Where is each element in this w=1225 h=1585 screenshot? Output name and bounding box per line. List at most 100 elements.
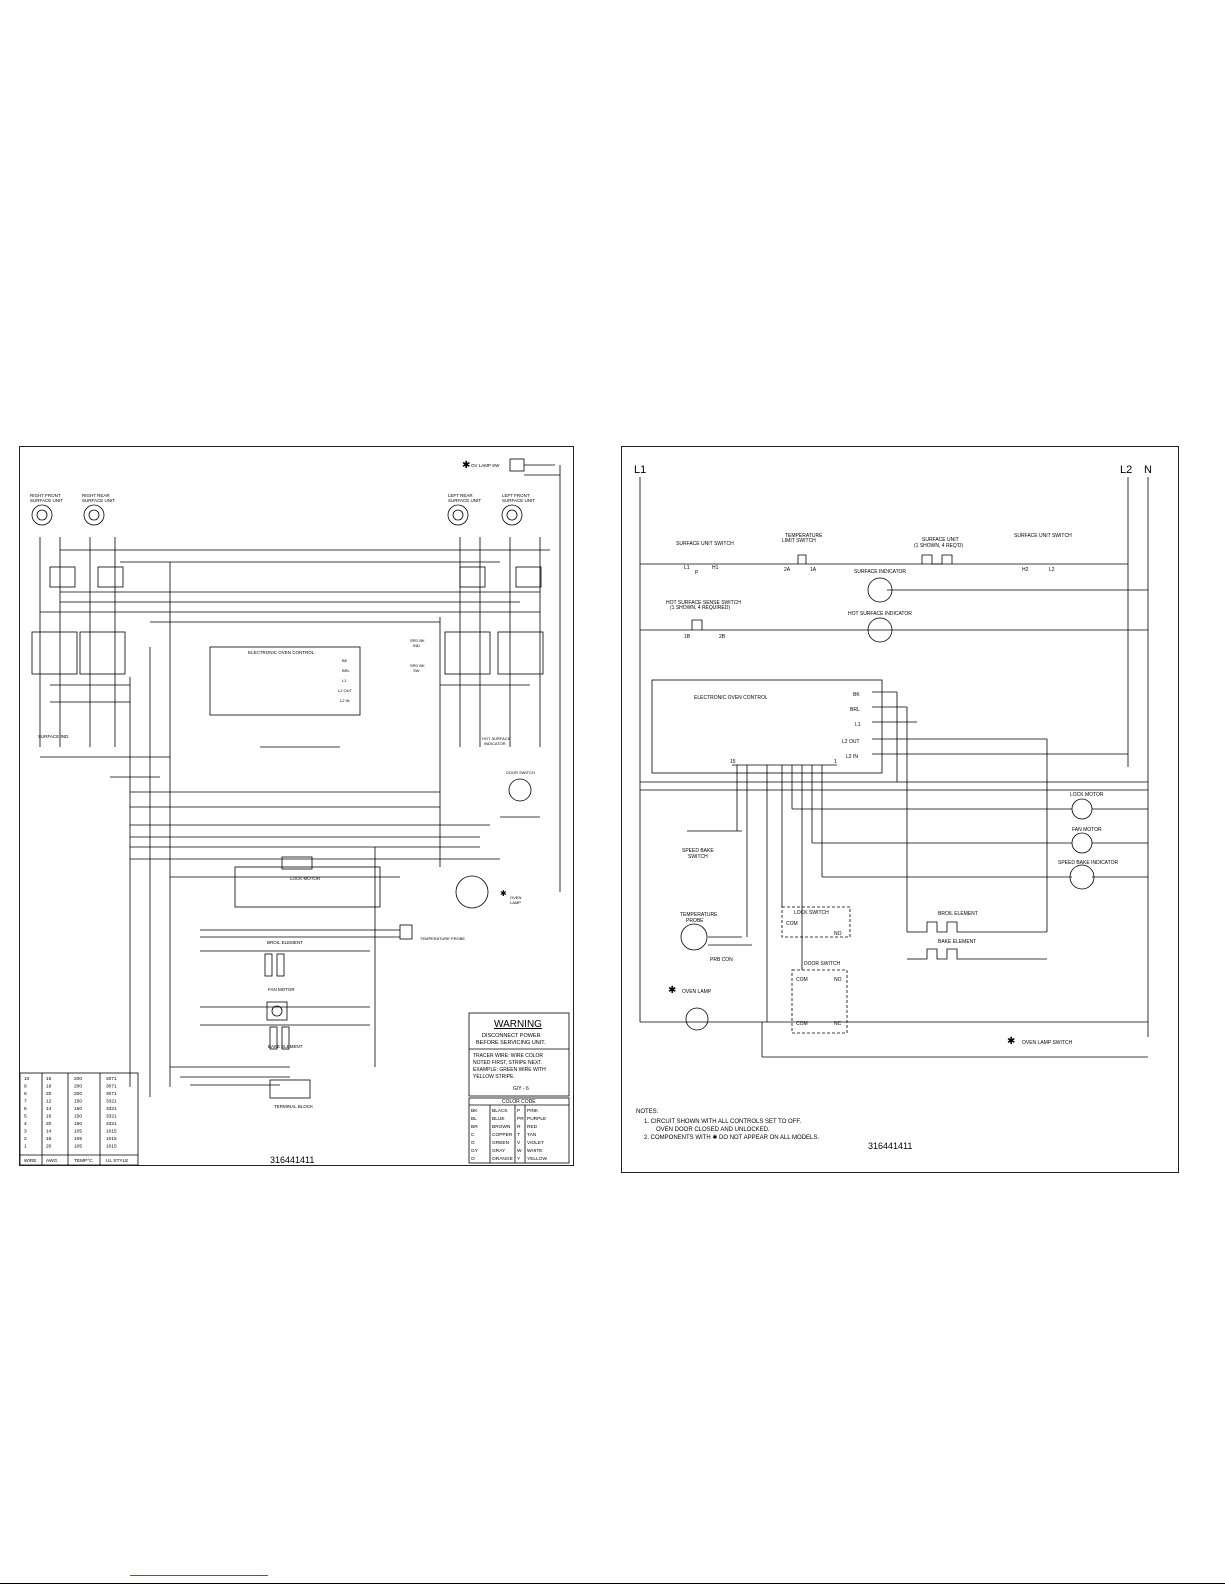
color-code-cell: GY — [471, 1148, 479, 1154]
speed-bake-switch-label-2: SWITCH — [688, 854, 708, 860]
terminal-block-icon — [269, 1079, 311, 1099]
color-code-cell: BL — [471, 1116, 477, 1122]
surface-indicator-label: SURFACE INDICATOR — [854, 569, 906, 575]
right-rear-label-2: SURFACE UNIT — [82, 498, 115, 503]
bake-element-icon — [922, 948, 967, 960]
sw1-term-l1: L1 — [684, 565, 690, 571]
tracer-text-3: EXAMPLE: GREEN WIRE WITH — [473, 1067, 546, 1073]
wire-table-cell: 14 — [46, 1129, 52, 1135]
color-code-cell: PR — [517, 1116, 524, 1122]
note-1b: OVEN DOOR CLOSED AND UNLOCKED. — [656, 1127, 770, 1133]
oven-lamp-icon — [685, 1007, 709, 1031]
wiring-diagram-sheet: ✱ OV LAMP SW RIGHT FRONT SURFACE UNIT RI… — [19, 446, 574, 1166]
oven-lamp-icon — [455, 875, 489, 909]
lock-motor-icon — [1071, 798, 1093, 820]
warning-box — [468, 1012, 570, 1097]
color-code-cell: PURPLE — [527, 1116, 546, 1122]
wire-table-cell: 8 — [24, 1091, 27, 1097]
bake-element-label: BAKE ELEMENT — [268, 1044, 303, 1049]
color-code-cell: PINK — [527, 1108, 539, 1114]
wire-table-cell: 16 — [46, 1076, 52, 1082]
left-rear-label: LEFT REAR — [448, 493, 473, 498]
wire-table-cell: 20 — [46, 1091, 52, 1097]
wire-table-cell: 1 — [24, 1144, 27, 1150]
hot-surface-sense-label: HOT SURFACE SENSE SWITCH — [666, 600, 741, 606]
wire-table-cell: 150 — [74, 1121, 82, 1127]
hot-surface-indicator-label: HOT SURFACE INDICATOR — [848, 611, 912, 617]
color-code-cell: W — [517, 1148, 522, 1154]
spd-bk-ind-label-2: IND — [413, 643, 420, 648]
color-code-cell: BR — [471, 1124, 478, 1130]
eoc-term-l1: L1 — [342, 678, 347, 683]
terminal-block-label: TERMINAL BLOCK — [274, 1104, 313, 1109]
door-switch-icon — [500, 778, 540, 818]
rail-l1-label: L1 — [634, 464, 646, 476]
wire-table-cell: 20 — [46, 1121, 52, 1127]
color-code-cell: ORANGE — [492, 1156, 513, 1162]
speed-bake-indicator-label: SPEED BAKE INDICATOR — [1058, 860, 1118, 866]
door-switch-box — [791, 969, 848, 1034]
electronic-oven-control-box — [209, 646, 361, 716]
wire-table-cell: 3321 — [106, 1099, 117, 1105]
oven-lamp-switch-box — [509, 458, 525, 472]
eoc-term-l2in: L2 IN — [340, 698, 350, 703]
fan-motor-icon — [1071, 832, 1093, 854]
color-code-cell: BK — [471, 1108, 478, 1114]
wire-table-cell: 20 — [46, 1144, 52, 1150]
wire-table-cell: 1015 — [106, 1144, 117, 1150]
lock-switch-label: LOCK SWITCH — [794, 910, 829, 916]
wire-table-cell: 6 — [24, 1106, 27, 1112]
color-code-cell: BROWN — [492, 1124, 511, 1130]
schematic-svg: L1 L2 N SURFACE UNIT SWITCH L1 P H1 TEMP… — [634, 464, 1152, 1151]
wire-table-cell: 7 — [24, 1099, 27, 1105]
wire-table-cell: 150 — [74, 1114, 82, 1120]
tracer-text-2: NOTED FIRST, STRIPE NEXT. — [473, 1060, 542, 1066]
wire-table-cell: 18 — [46, 1114, 52, 1120]
wire-table-header: AWG — [46, 1158, 58, 1164]
wire-table-header: UL STYLE — [106, 1158, 128, 1164]
spd-bk-sw-label-2: SW — [413, 668, 420, 673]
wire-table-header: WIRE — [24, 1158, 37, 1164]
surface-unit-element-icon — [921, 554, 953, 565]
eoc-term-l1-right: L1 — [855, 722, 861, 728]
warning-text-1: DISCONNECT POWER — [482, 1033, 541, 1039]
surface-unit-switch — [497, 631, 544, 675]
rail-l2-label: L2 — [1120, 464, 1132, 476]
wire-table-header: TEMP°C — [74, 1158, 93, 1164]
door-switch-label: DOOR SWITCH — [506, 770, 535, 775]
eoc-term-bk-right: BK — [853, 692, 860, 698]
lock-motor-box — [234, 866, 381, 908]
asterisk-icon: ✱ — [668, 985, 676, 996]
surface-unit-switch — [79, 631, 126, 675]
footer-link-underline — [130, 1575, 268, 1576]
right-rear-label: RIGHT REAR — [82, 493, 110, 498]
lock-motor-label-right: LOCK MOTOR — [1070, 792, 1104, 798]
left-front-label-2: SURFACE UNIT — [502, 498, 535, 503]
wire-table-cell: 12 — [46, 1099, 52, 1105]
tracer-text-4: YELLOW STRIPE. — [473, 1074, 515, 1080]
wire-table-cell: 18 — [46, 1084, 52, 1090]
wire-table-cell: 105 — [74, 1136, 82, 1142]
left-front-label: LEFT FRONT — [502, 493, 530, 498]
surface-unit-label-2: (1 SHOWN, 4 REQ'D) — [914, 543, 963, 549]
sw2-term-l2: L2 — [1049, 567, 1055, 573]
spd-bk-ind-label: SPD BK — [410, 638, 425, 643]
speed-bake-indicator-icon — [1069, 864, 1095, 890]
wire-table-cell: 200 — [74, 1076, 82, 1082]
surface-unit-switch-1-label: SURFACE UNIT SWITCH — [676, 541, 734, 547]
color-code-box — [468, 1097, 570, 1164]
color-code-cell: RED — [527, 1124, 538, 1130]
part-number-left: 316441411 — [270, 1155, 314, 1165]
wire-table-cell: 3321 — [106, 1106, 117, 1112]
surface-unit-coil-icon — [501, 504, 523, 526]
sw2-term-h2: H2 — [1022, 567, 1029, 573]
color-code-cell: GRAY — [492, 1148, 506, 1154]
asterisk-icon: ✱ — [1007, 1036, 1015, 1047]
color-code-title: COLOR CODE — [502, 1099, 536, 1105]
wire-table-cell: 2 — [24, 1136, 27, 1142]
oven-lamp-label-right: OVEN LAMP — [682, 989, 712, 995]
wire-table-cell: 200 — [74, 1084, 82, 1090]
left-rear-label-2: SURFACE UNIT — [448, 498, 481, 503]
color-code-cell: V — [517, 1140, 521, 1146]
